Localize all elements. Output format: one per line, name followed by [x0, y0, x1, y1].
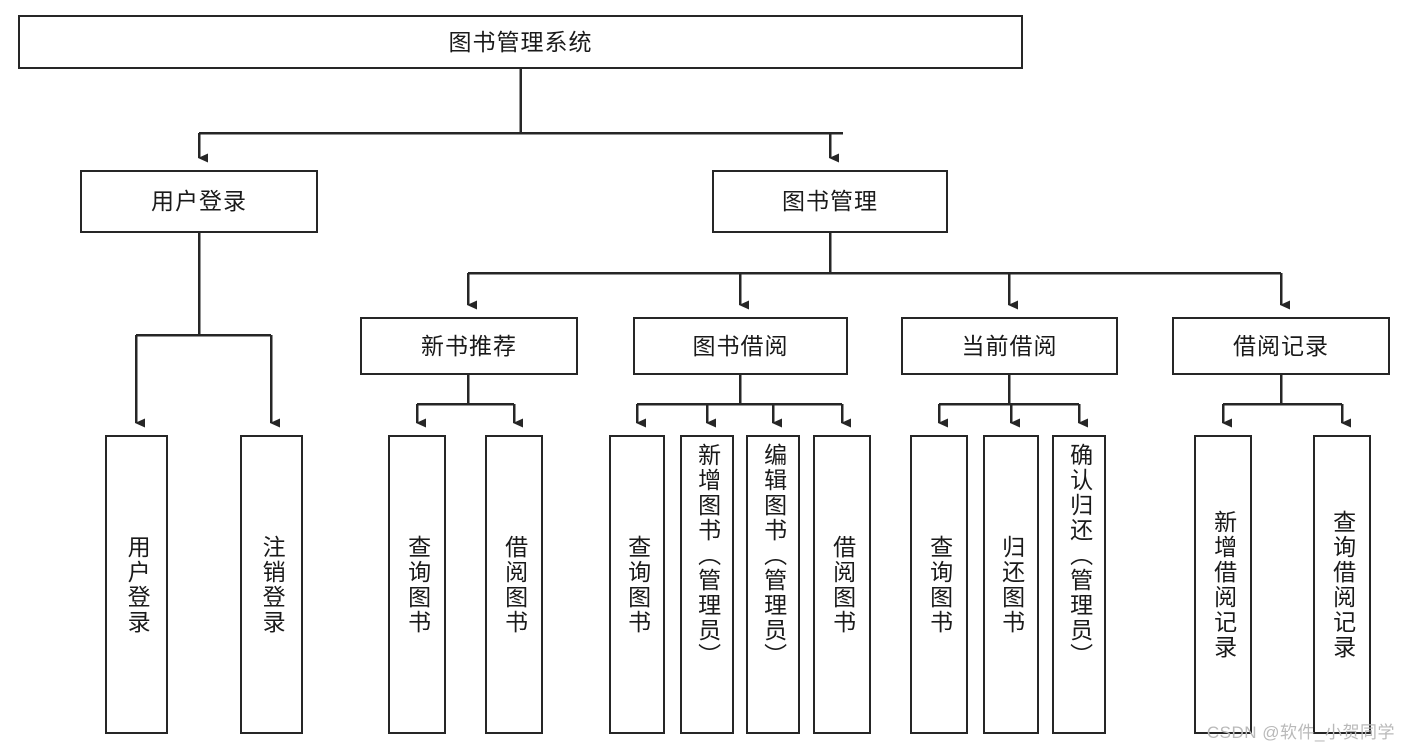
leaf-query-book-borrow-label: 查询图书 [624, 534, 651, 635]
leaf-edit-book-admin-label: 编辑图书（管理员） [760, 443, 787, 668]
leaf-return-book[interactable]: 归还图书 [983, 435, 1039, 734]
node-book-management-label: 图书管理 [782, 188, 878, 214]
node-user-login[interactable]: 用户登录 [80, 170, 318, 233]
node-book-borrow-label: 图书借阅 [692, 332, 789, 359]
leaf-lend-book[interactable]: 借阅图书 [813, 435, 871, 734]
leaf-logout[interactable]: 注销登录 [240, 435, 303, 734]
leaf-query-book-newbook-label: 查询图书 [404, 534, 431, 635]
node-root-label: 图书管理系统 [448, 28, 593, 55]
leaf-add-book-admin-label: 新增图书（管理员） [694, 443, 721, 668]
leaf-query-book-newbook[interactable]: 查询图书 [388, 435, 446, 734]
leaf-query-book-current[interactable]: 查询图书 [910, 435, 968, 734]
leaf-borrow-book-newbook-label: 借阅图书 [501, 534, 528, 635]
node-current-borrow[interactable]: 当前借阅 [901, 317, 1118, 375]
leaf-user-login-label: 用户登录 [124, 534, 151, 635]
leaf-borrow-book-newbook[interactable]: 借阅图书 [485, 435, 543, 734]
leaf-edit-book-admin[interactable]: 编辑图书（管理员） [746, 435, 800, 734]
leaf-query-book-borrow[interactable]: 查询图书 [609, 435, 665, 734]
leaf-query-borrow-record-label: 查询借阅记录 [1329, 509, 1356, 660]
leaf-query-book-current-label: 查询图书 [926, 534, 953, 635]
leaf-query-borrow-record[interactable]: 查询借阅记录 [1313, 435, 1371, 734]
watermark: CSDN @软件_小贺同学 [1206, 723, 1395, 742]
leaf-lend-book-label: 借阅图书 [829, 534, 856, 635]
leaf-confirm-return-admin[interactable]: 确认归还（管理员） [1052, 435, 1106, 734]
node-user-login-label: 用户登录 [151, 188, 247, 214]
node-book-borrow[interactable]: 图书借阅 [633, 317, 848, 375]
leaf-return-book-label: 归还图书 [998, 534, 1025, 635]
leaf-logout-label: 注销登录 [259, 534, 286, 635]
node-root[interactable]: 图书管理系统 [18, 15, 1023, 69]
node-current-borrow-label: 当前借阅 [961, 332, 1058, 359]
leaf-add-book-admin[interactable]: 新增图书（管理员） [680, 435, 734, 734]
node-new-book-recommend-label: 新书推荐 [421, 332, 517, 359]
leaf-add-borrow-record-label: 新增借阅记录 [1210, 509, 1237, 660]
node-borrow-record[interactable]: 借阅记录 [1172, 317, 1390, 375]
node-book-management[interactable]: 图书管理 [712, 170, 948, 233]
leaf-confirm-return-admin-label: 确认归还（管理员） [1066, 443, 1093, 668]
leaf-add-borrow-record[interactable]: 新增借阅记录 [1194, 435, 1252, 734]
node-new-book-recommend[interactable]: 新书推荐 [360, 317, 578, 375]
leaf-user-login[interactable]: 用户登录 [105, 435, 168, 734]
node-borrow-record-label: 借阅记录 [1233, 332, 1329, 359]
